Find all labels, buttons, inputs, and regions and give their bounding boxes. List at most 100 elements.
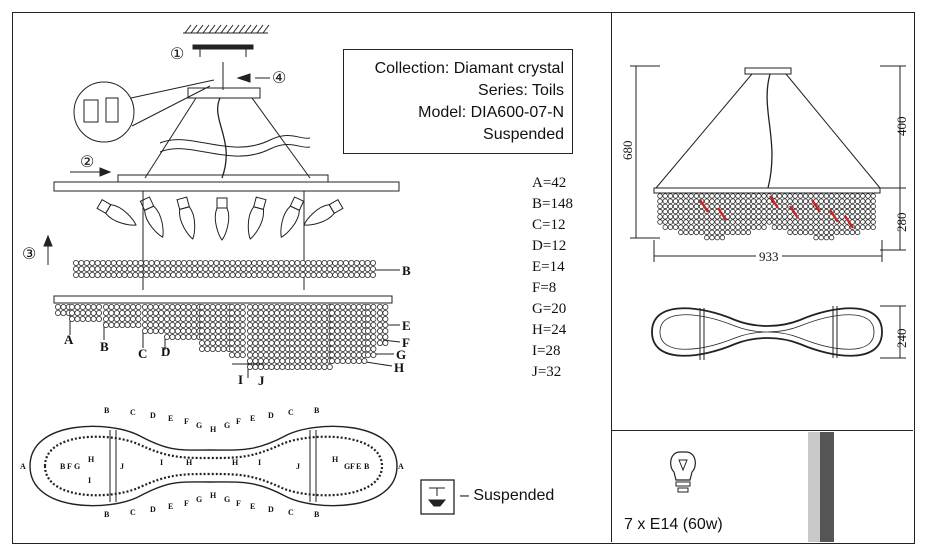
crystal-bead xyxy=(116,271,123,278)
crystal-bead xyxy=(792,198,798,204)
crystal-bead xyxy=(704,234,710,241)
plan-label: E xyxy=(356,462,362,471)
plan-label: F xyxy=(350,462,355,471)
crystal-bead xyxy=(94,265,101,272)
candle-bulb xyxy=(176,196,196,240)
crystal-bead xyxy=(239,345,246,352)
type-text: Suspended xyxy=(483,126,564,143)
crystal-bead xyxy=(321,265,328,272)
crystal-bead xyxy=(382,315,389,322)
crystal-bead xyxy=(797,219,804,225)
crystal-bead xyxy=(96,309,103,316)
crystal-bead xyxy=(180,327,187,334)
crystal-bead xyxy=(246,357,253,364)
crystal-bead xyxy=(376,327,383,334)
crystal-bead xyxy=(334,357,341,364)
crystal-bead xyxy=(257,363,264,370)
crystal-bead xyxy=(693,203,700,210)
crystal-bead xyxy=(771,219,778,225)
crystal-bead xyxy=(202,271,209,278)
crystal-bead xyxy=(688,203,694,210)
crystal-bead xyxy=(261,265,268,272)
crystal-bead xyxy=(328,351,335,358)
crystal-bead xyxy=(714,224,720,230)
crystal-bead xyxy=(657,193,663,199)
crystal-bead xyxy=(127,265,134,272)
crystal-bead xyxy=(808,203,814,210)
crystal-bead xyxy=(268,345,275,352)
crystal-bead xyxy=(105,259,112,266)
crystal-bead xyxy=(169,315,176,322)
crystal-bead xyxy=(745,203,752,210)
crystal-bead xyxy=(103,321,110,328)
crystal-bead xyxy=(180,321,187,328)
crystal-bead xyxy=(328,339,335,346)
dim-width: 933 xyxy=(756,249,782,265)
crystal-bead xyxy=(299,333,306,340)
crystal-bead xyxy=(860,198,866,204)
crystal-bead xyxy=(268,351,275,358)
crystal-bead xyxy=(870,214,876,220)
crystal-bead xyxy=(83,265,90,272)
crystal-bead xyxy=(267,265,274,272)
dim-shade-height: 280 xyxy=(894,212,909,233)
crystal-bead xyxy=(355,339,362,346)
crystal-bead xyxy=(355,303,362,310)
crystal-bead xyxy=(268,321,275,328)
crystal-bead xyxy=(310,339,317,346)
crystal-bead xyxy=(678,224,684,230)
crystal-bead xyxy=(709,193,715,199)
crystal-bead xyxy=(147,309,154,316)
crystal-bead xyxy=(745,193,752,199)
crystal-bead xyxy=(756,208,762,215)
crystal-bead xyxy=(190,309,197,316)
crystal-bead xyxy=(69,303,76,310)
crystal-bead xyxy=(839,214,845,220)
side-label-b1: B xyxy=(402,263,411,278)
crystal-bead xyxy=(355,327,362,334)
crystal-bead xyxy=(164,265,171,272)
crystal-bead xyxy=(305,309,312,316)
crystal-bead xyxy=(761,203,767,210)
crystal-bead xyxy=(100,271,107,278)
crystal-bead xyxy=(735,208,741,215)
crystal-bead xyxy=(766,219,772,225)
plan-label: F xyxy=(236,417,241,426)
crystal-bead xyxy=(163,309,170,316)
plan-label-a-right: A xyxy=(398,462,404,471)
crystal-bead xyxy=(740,229,746,236)
crystal-bead xyxy=(750,214,757,220)
side-label-h: H xyxy=(394,360,405,375)
crystal-bead xyxy=(310,351,317,358)
crystal-bead xyxy=(370,351,377,358)
crystal-bead xyxy=(180,315,187,322)
crystal-bead xyxy=(186,265,193,272)
crystal-bead xyxy=(709,208,715,215)
crystal-bead xyxy=(359,271,366,278)
crystal-bead xyxy=(315,265,322,272)
crystal-bead xyxy=(844,203,850,210)
crystal-bead xyxy=(294,363,301,370)
crystal-bead xyxy=(321,259,328,266)
crystal-bead xyxy=(714,234,720,241)
crystal-bead xyxy=(844,229,850,236)
crystal-bead xyxy=(678,219,684,225)
crystal-bead xyxy=(268,309,275,316)
crystal-bead xyxy=(698,219,705,225)
crystal-bead xyxy=(766,208,772,215)
crystal-bead xyxy=(110,259,117,266)
crystal-bead xyxy=(865,208,871,215)
crystal-bead xyxy=(328,357,335,364)
side-label-d: D xyxy=(161,344,171,359)
crystal-bead xyxy=(294,357,301,364)
crystal-bead xyxy=(834,208,840,215)
crystal-bead xyxy=(153,265,160,272)
crystal-bead xyxy=(141,315,148,322)
crystal-bead xyxy=(345,303,352,310)
plan-label: G xyxy=(196,495,203,504)
crystal-bead xyxy=(683,219,689,225)
crystal-bead xyxy=(657,219,663,225)
crystal-bead xyxy=(273,303,280,310)
crystal-bead xyxy=(198,321,205,328)
crystal-bead xyxy=(782,214,788,220)
